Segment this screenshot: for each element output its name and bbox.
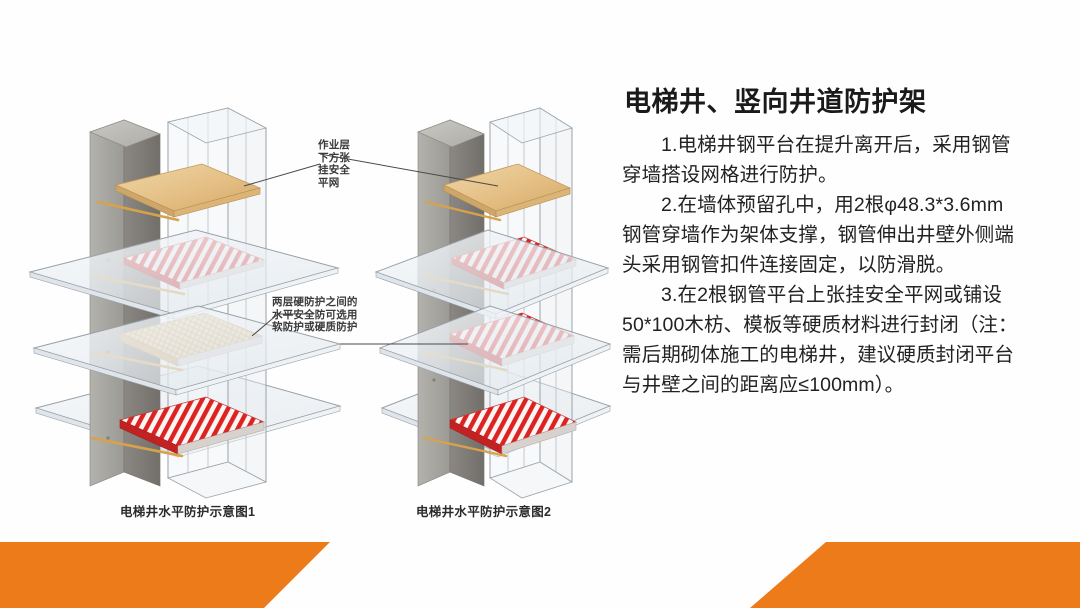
elevator-shaft-diagram-2 — [319, 90, 622, 510]
floor-slab-upper — [28, 229, 340, 320]
page-title: 电梯井、竖向井道防护架 — [624, 87, 927, 117]
decoration-orange-left — [0, 542, 330, 608]
decoration-orange-right — [750, 542, 1080, 608]
description-paragraph-3: 3.在2根钢管平台上张挂安全平网或铺设50*100木枋、模板等硬质材料进行封闭（… — [622, 283, 1018, 396]
description-panel: 电梯井、竖向井道防护架 1.电梯井钢平台在提升离开后，采用钢管穿墙搭设网格进行防… — [622, 86, 1022, 400]
elevator-shaft-diagram-1 — [28, 90, 358, 510]
callout-between-hard-protection-layers: 两层硬防护之间的 水平安全防可选用 软防护或硬质防护 — [272, 296, 358, 333]
diagram-2-caption: 电梯井水平防护示意图2 — [416, 505, 552, 519]
platform-bottom-striped-net — [422, 396, 577, 458]
diagram-1-caption: 电梯井水平防护示意图1 — [120, 505, 256, 519]
description-paragraph-2: 2.在墙体预留孔中，用2根φ48.3*3.6mm钢管穿墙作为架体支撑，钢管伸出井… — [622, 193, 1015, 276]
platform-bottom-striped-net — [90, 396, 266, 458]
platform-top-wood-board — [96, 163, 262, 222]
diagram-1-svg — [28, 107, 342, 499]
callout-leader-lines — [319, 153, 499, 345]
description-paragraph-1: 1.电梯井钢平台在提升离开后，采用钢管穿墙搭设网格进行防护。 — [622, 133, 1011, 186]
callout-safety-net-below-work-level: 作业层 下方张 挂安全 平网 — [318, 139, 351, 189]
diagram-2-svg — [319, 107, 612, 499]
floor-slab-middle — [378, 305, 612, 396]
platform-top-wood-board — [424, 163, 572, 222]
floor-slab-middle — [32, 305, 342, 396]
callout-leader-lines — [243, 163, 321, 337]
floor-slab-upper — [374, 229, 610, 320]
